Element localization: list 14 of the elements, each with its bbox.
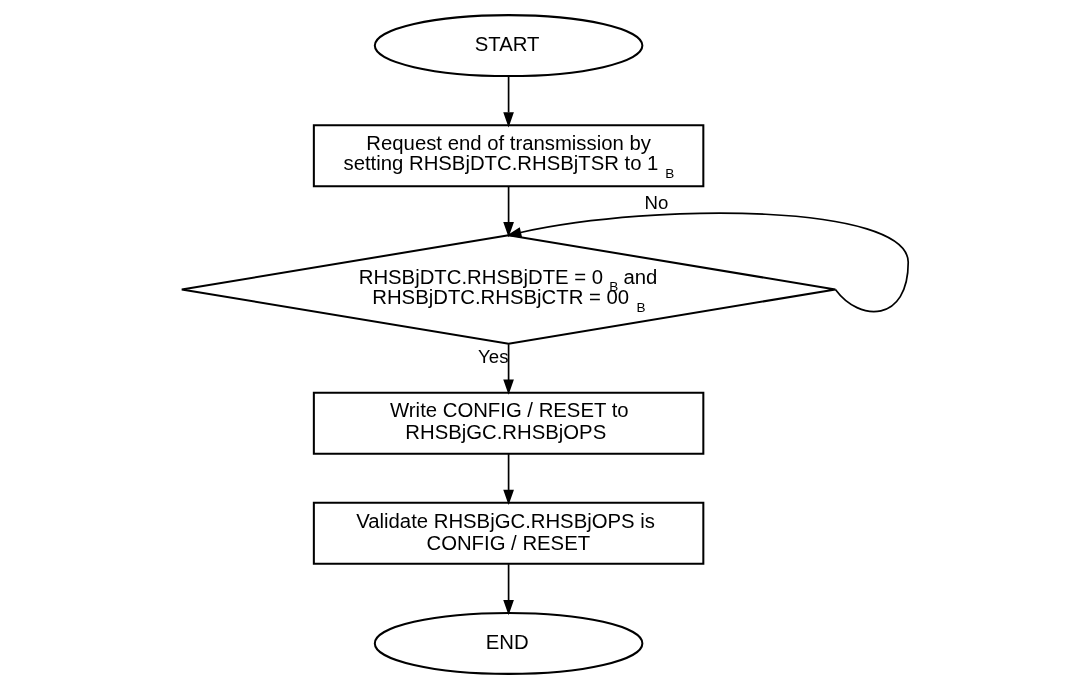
node-box: Request end of transmission by setting RHSBjDTC.RHSBjTSR to 1$_{B}$ — [312, 124, 704, 188]
arrow — [505, 212, 909, 313]
arrow — [502, 75, 514, 128]
arrow — [502, 343, 514, 395]
arrow — [502, 185, 514, 238]
node-ellipse: START — [373, 14, 643, 78]
arrow — [502, 563, 514, 616]
edge-label: Yes — [477, 345, 508, 367]
node-box: Write CONFIG / RESET to RHSBjGC.RHSBjOPS — [312, 391, 704, 455]
node-ellipse: END — [373, 611, 643, 675]
arrow — [502, 453, 514, 506]
node-diamond: RHSBjDTC.RHSBjDTE = 0$_{B}$ and RHSBjDTC.RHSBjCTR = 00$_{B}$ — [180, 234, 836, 345]
edge-label: No — [644, 191, 668, 213]
node-box: Validate RHSBjGC.RHSBjOPS is CONFIG / RESET — [312, 501, 704, 565]
